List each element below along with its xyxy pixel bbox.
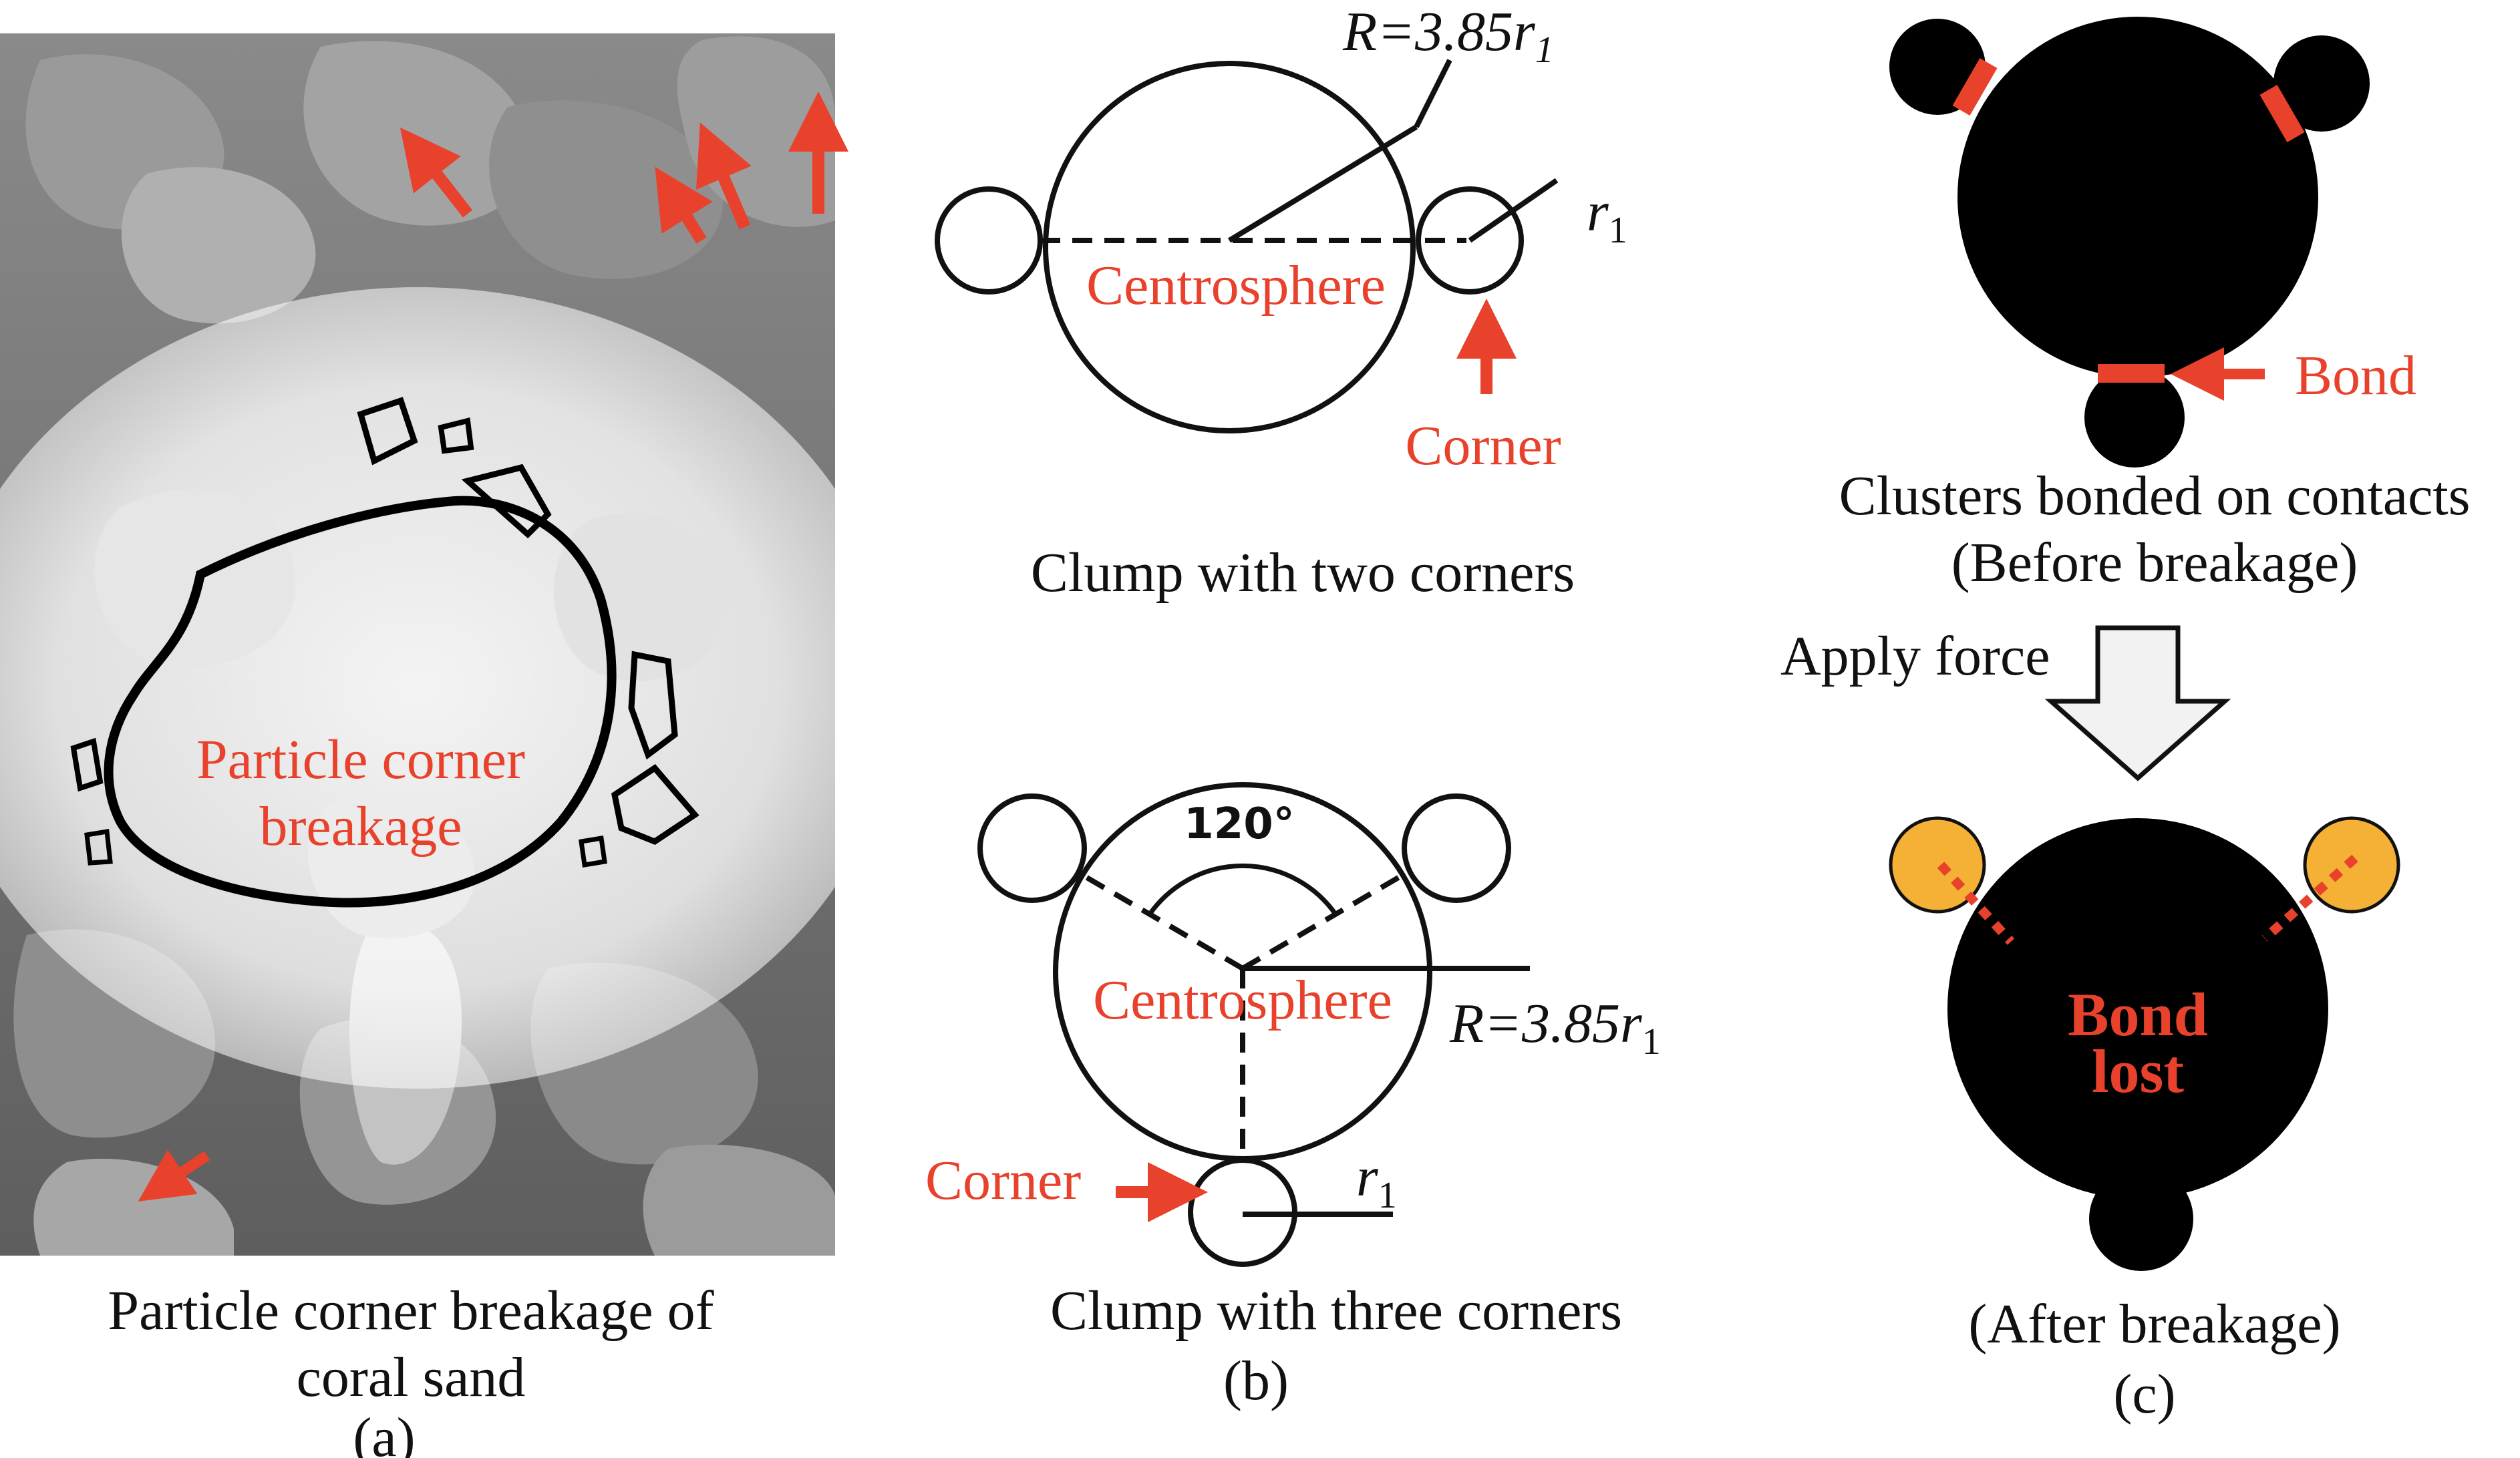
bond-lost-line2: lost [2092,1037,2184,1105]
panel-b-three-corners: 120° Centrosphere R=3.85r1 Corner r1 Clu… [925,782,1661,1412]
bond-lost-line1: Bond [2068,980,2208,1049]
corner-label-two: Corner [1405,415,1561,477]
panel-a-caption-line1: Particle corner breakage of [108,1280,714,1342]
top-right-corner-circle [1402,793,1511,903]
small-radius-pointer [1468,178,1559,243]
panel-b-label: (b) [1223,1350,1289,1412]
caption-three-corners: Clump with three corners [1050,1280,1622,1342]
centrosphere-label-three: Centrosphere [1093,969,1392,1031]
small-radius-label-two: r1 [1587,181,1627,251]
after-caption: (After breakage) [1968,1293,2340,1355]
small-radius-label-three: r1 [1356,1146,1397,1216]
centrosphere-circle [1043,61,1416,433]
broken-corner-left [1889,816,1986,914]
bond-label: Bond [2295,345,2416,407]
panel-a-caption-line2: coral sand [297,1346,526,1409]
panel-c: Bond Clusters bonded on contacts (Before… [1780,17,2470,1425]
overlay-text-line1: Particle corner [196,729,525,791]
before-caption-line2: (Before breakage) [1951,532,2358,594]
coral-sand-photo [0,33,899,1256]
radius-label-three: R=3.85r1 [1449,992,1661,1063]
left-corner-circle [935,186,1043,295]
radius-pointer [1227,124,1418,243]
before-caption-line1: Clusters bonded on contacts [1839,465,2471,527]
after-main-ball [1947,818,2328,1199]
right-corner-circle [1416,186,1524,295]
broken-bond-left [1937,862,2015,945]
angle-label: 120° [1184,799,1295,849]
bond-bottom [2098,364,2165,383]
panel-a: Particle corner breakage Particle corner… [0,33,899,1458]
panel-c-label: (c) [2113,1363,2175,1425]
apply-force-arrow [2044,625,2231,781]
centrosphere-label-two: Centrosphere [1086,254,1386,317]
radius-label-two: R=3.85r1 [1342,1,1554,71]
dash-to-right [1241,872,1405,971]
cluster-main-ball [1957,17,2318,377]
overlay-text-line2: breakage [259,795,462,858]
angle-arc [1147,864,1338,916]
broken-bond-right [2261,854,2358,942]
bond-right [2259,84,2305,143]
panel-a-label: (a) [353,1407,415,1458]
apply-force-label: Apply force [1780,625,2050,687]
dash-to-left [1080,872,1245,971]
panel-b-two-corners: R=3.85r1 r1 Centrosphere Corner Clump wi… [935,1,1627,604]
bond-left [1952,57,1998,116]
radius-leader [1414,59,1452,128]
cluster-bottom-ball [2084,367,2185,468]
corner-label-three: Corner [925,1149,1081,1212]
top-left-corner-circle [977,793,1087,903]
cluster-right-ball [2273,35,2370,132]
caption-two-corners: Clump with two corners [1031,542,1575,604]
